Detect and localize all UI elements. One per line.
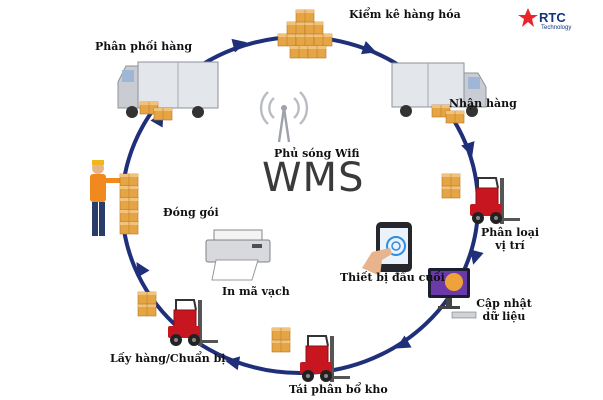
- center-title: WMS: [262, 155, 365, 201]
- printer-icon: [205, 229, 271, 281]
- step-label-data-update-line2: dữ liệu: [482, 310, 526, 323]
- monitor-icon: [428, 268, 477, 319]
- step-label-data-update-line1: Cập nhật: [476, 297, 532, 310]
- logo-star-icon: [518, 8, 538, 27]
- step-label-sorting: Phân loại vị trí: [481, 226, 539, 252]
- truck-icon: [117, 61, 219, 121]
- step-label-picking: Lấy hàng/Chuẩn bị: [110, 352, 226, 365]
- step-label-inventory: Kiểm kê hàng hóa: [349, 8, 461, 21]
- inner-label-terminal: Thiết bị đầu cuối: [340, 271, 445, 284]
- wifi-label: Phủ sóng Wifi: [274, 147, 360, 160]
- step-label-sorting-line2: vị trí: [495, 239, 525, 252]
- step-label-reallocation: Tái phân bổ kho: [289, 383, 388, 396]
- step-label-data-update: Cập nhật dữ liệu: [476, 297, 532, 323]
- wifi-tower-icon: [259, 91, 309, 143]
- inner-label-barcode: In mã vạch: [222, 285, 290, 298]
- step-label-packing: Đóng gói: [163, 206, 219, 219]
- tablet-icon: [362, 222, 412, 276]
- forklift-icon: [137, 291, 219, 347]
- step-label-sorting-line1: Phân loại: [480, 226, 540, 239]
- step-label-distribution: Phân phối hàng: [95, 40, 193, 53]
- boxes-icon: [277, 9, 333, 59]
- brand-name: RTC: [539, 10, 566, 25]
- truck-icon: [391, 62, 487, 124]
- worker-icon: [90, 160, 139, 236]
- step-label-receiving: Nhận hàng: [449, 97, 517, 110]
- forklift-icon: [441, 173, 521, 225]
- brand-sub: Technology: [541, 25, 572, 31]
